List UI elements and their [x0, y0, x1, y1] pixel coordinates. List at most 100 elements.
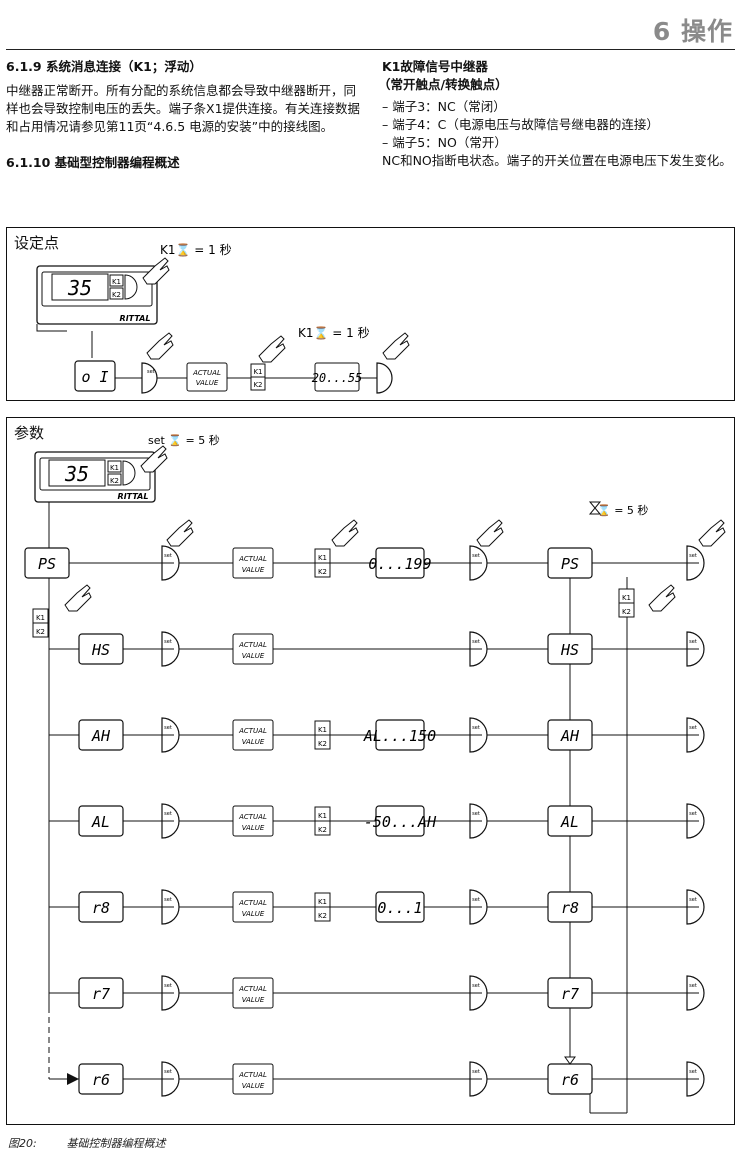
svg-text:HS: HS: [91, 641, 110, 659]
svg-text:VALUE: VALUE: [242, 996, 265, 1004]
set-button-icon: set: [686, 1061, 705, 1097]
hand-pointer-icon: [64, 584, 92, 612]
terminal-4: – 端子4：C（电源电压与故障信号继电器的连接）: [382, 117, 659, 132]
set-button-icon: set: [469, 1061, 488, 1097]
device-k2-label: K2: [112, 291, 121, 299]
step-ol-display: o I: [74, 360, 116, 392]
header-rule: [6, 49, 735, 50]
svg-text:set: set: [689, 983, 697, 989]
svg-text:set: set: [164, 811, 172, 817]
svg-text:0...199: 0...199: [368, 555, 431, 573]
step-range-display: 20...55: [312, 362, 362, 392]
svg-text:ACTUAL: ACTUAL: [238, 727, 267, 735]
svg-text:set: set: [472, 811, 480, 817]
svg-text:set: set: [164, 897, 172, 903]
svg-text:K1: K1: [318, 726, 327, 734]
svg-text:K1: K1: [622, 594, 631, 602]
svg-text:K1: K1: [318, 554, 327, 562]
param-code-display: r6: [547, 1063, 593, 1095]
param-code-display: PS: [547, 547, 593, 579]
svg-text:0...1: 0...1: [377, 899, 422, 917]
figure-label: 图20:: [8, 1137, 37, 1150]
setpoint-title: 设定点: [14, 234, 60, 252]
relay-note: NC和NO指断电状态。端子的开关位置在电源电压下发生变化。: [382, 153, 732, 168]
section-heading-619: 6.1.9 系统消息连接（K1；浮动）: [6, 59, 202, 74]
svg-text:set: set: [147, 369, 155, 375]
terminal-3: – 端子3：NC（常闭）: [382, 99, 506, 114]
param-code-display: AH: [78, 719, 124, 751]
svg-text:set: set: [164, 1069, 172, 1075]
svg-text:o I: o I: [81, 368, 108, 386]
svg-text:r7: r7: [92, 985, 110, 1003]
right-column: K1故障信号中继器 （常开触点/转换触点） – 端子3：NC（常闭） – 端子4…: [378, 58, 734, 170]
relay-heading: K1故障信号中继器: [382, 59, 488, 74]
hand-pointer-icon: [140, 445, 168, 473]
param-code-display: PS: [24, 547, 70, 579]
svg-text:set: set: [689, 811, 697, 817]
device-brand: RITTAL: [118, 492, 149, 501]
svg-text:ACTUAL: ACTUAL: [238, 899, 267, 907]
svg-text:VALUE: VALUE: [242, 566, 265, 574]
setpoint-timer-2: K1⌛ = 1 秒: [298, 326, 370, 340]
svg-text:set: set: [164, 983, 172, 989]
set-button-icon: set: [161, 717, 180, 753]
svg-text:AL: AL: [560, 813, 579, 831]
param-code-display: HS: [547, 633, 593, 665]
param-code-display: AH: [547, 719, 593, 751]
svg-text:K2: K2: [622, 608, 631, 616]
svg-text:K2: K2: [318, 912, 327, 920]
param-range-display: AL...150: [363, 719, 436, 751]
svg-text:set: set: [689, 553, 697, 559]
param-code-display: r7: [547, 977, 593, 1009]
param-range-display: -50...AH: [364, 805, 437, 837]
set-button-icon: [376, 362, 393, 394]
figure-text: 基础控制器编程概述: [66, 1137, 166, 1150]
relay-subheading: （常开触点/转换触点）: [378, 77, 508, 92]
setpoint-timer-1: K1⌛ = 1 秒: [160, 243, 232, 257]
svg-text:K1: K1: [253, 368, 262, 376]
svg-text:AH: AH: [560, 727, 580, 745]
svg-text:AL...150: AL...150: [363, 727, 436, 745]
svg-text:PS: PS: [561, 555, 579, 573]
param-code-display: r8: [547, 891, 593, 923]
param-code-display: r6: [78, 1063, 124, 1095]
svg-text:K2: K2: [36, 628, 45, 636]
param-code-display: AL: [547, 805, 593, 837]
svg-text:r8: r8: [561, 899, 579, 917]
set-button-icon: set: [686, 889, 705, 925]
svg-text:K1: K1: [318, 898, 327, 906]
parameters-timer-set: set ⌛ = 5 秒: [148, 433, 220, 447]
svg-text:set: set: [689, 1069, 697, 1075]
set-button-icon: set: [686, 975, 705, 1011]
svg-text:set: set: [689, 725, 697, 731]
svg-text:set: set: [164, 553, 172, 559]
svg-text:r6: r6: [561, 1071, 579, 1089]
svg-text:set: set: [472, 1069, 480, 1075]
svg-text:ACTUAL: ACTUAL: [192, 369, 221, 377]
svg-text:set: set: [472, 553, 480, 559]
svg-text:r7: r7: [561, 985, 579, 1003]
svg-text:set: set: [689, 897, 697, 903]
set-button-icon: set: [469, 975, 488, 1011]
svg-text:K2: K2: [318, 826, 327, 834]
svg-text:VALUE: VALUE: [242, 738, 265, 746]
hand-pointer-icon: [698, 519, 726, 547]
hand-pointer-icon: [146, 332, 174, 360]
k1-k2-button-icon: K1 K2: [250, 363, 266, 391]
set-button-icon: set: [161, 545, 180, 581]
terminal-5: – 端子5：NO（常开）: [382, 135, 507, 150]
set-button-icon: set: [686, 631, 705, 667]
param-range-display: 0...1: [375, 891, 425, 923]
actual-value-box: ACTUAL VALUE: [232, 719, 274, 751]
